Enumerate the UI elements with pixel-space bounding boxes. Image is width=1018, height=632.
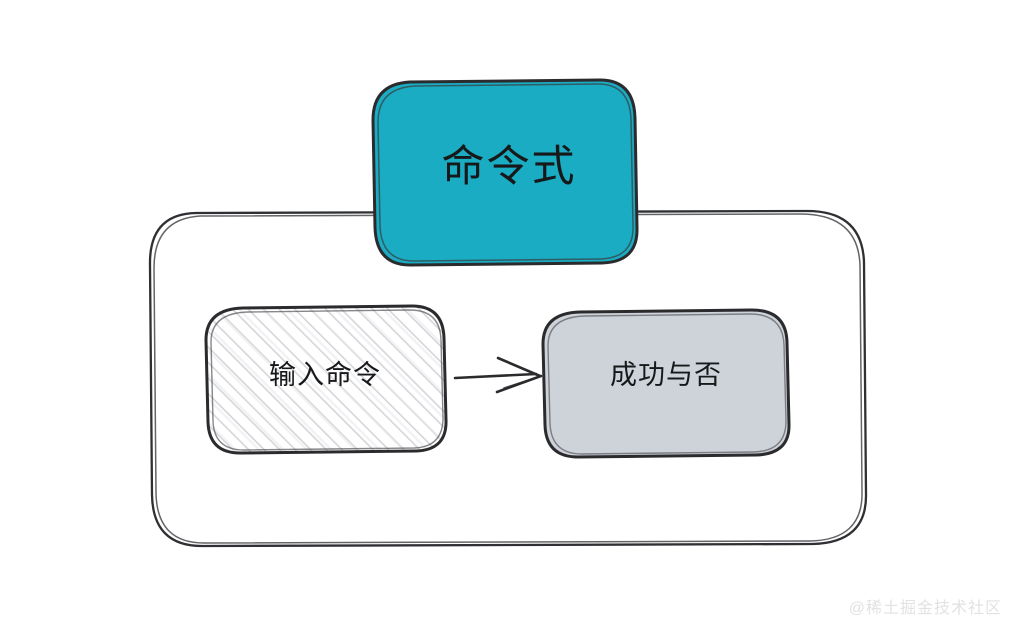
title-text: 命令式 xyxy=(441,143,577,191)
node-input-command-label: 输入命令 xyxy=(269,360,381,390)
arrow-input-to-result xyxy=(453,356,543,394)
title-box[interactable] xyxy=(371,78,639,267)
node-success-or-not-label: 成功与否 xyxy=(610,360,722,390)
node-input-command[interactable] xyxy=(200,300,460,460)
watermark-text: @稀土掘金技术社区 xyxy=(848,600,1002,617)
outer-container xyxy=(148,209,868,548)
node-success-or-not[interactable] xyxy=(541,308,791,459)
